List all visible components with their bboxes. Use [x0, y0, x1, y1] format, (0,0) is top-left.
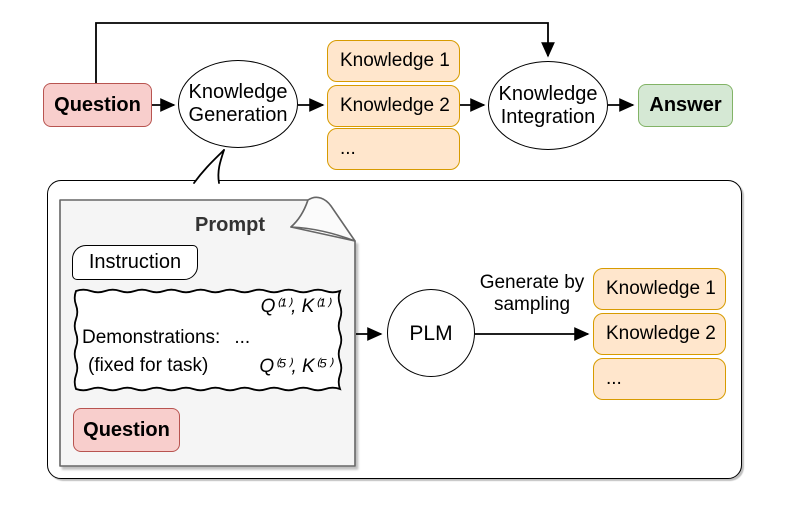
generated-knowledge-2: Knowledge 2	[593, 313, 726, 355]
answer-box: Answer	[638, 84, 733, 127]
knowledge-generation-ellipse: Knowledge Generation	[178, 60, 298, 148]
generate-by-sampling-label: Generate by sampling	[462, 272, 602, 316]
knowledge-item-1: Knowledge 1	[327, 40, 460, 82]
prompt-title: Prompt	[195, 214, 265, 236]
callout-tail-left-edge	[193, 149, 225, 184]
generate-label-line1: Generate by	[479, 272, 585, 293]
prompt-document-fold-icon	[290, 196, 356, 242]
question-box: Question	[43, 83, 152, 127]
demonstrations-line: Demonstrations: ...	[82, 327, 250, 349]
callout-tail-right-edge	[217, 149, 225, 184]
callout-tail	[194, 151, 224, 184]
generated-knowledge-more: ...	[593, 358, 726, 400]
prompt-question-box: Question	[73, 408, 180, 452]
knowledge-integration-label-line2: Integration	[500, 105, 596, 128]
plm-circle: PLM	[387, 289, 475, 377]
demo-pair-last: Q⁽⁵⁾, K⁽⁵⁾	[259, 356, 332, 377]
knowledge-generation-label-line2: Generation	[188, 104, 288, 126]
knowledge-integration-ellipse: Knowledge Integration	[488, 61, 608, 150]
plm-label: PLM	[409, 321, 453, 345]
knowledge-item-2: Knowledge 2	[327, 85, 460, 127]
question-to-integration-arrow	[95, 22, 555, 83]
demonstrations-line2: (fixed for task) Q⁽⁵⁾, K⁽⁵⁾	[88, 355, 332, 378]
demonstrations-box	[73, 288, 343, 392]
instruction-box: Instruction	[72, 245, 198, 280]
demonstrations-ellipsis: ...	[234, 327, 251, 348]
generated-knowledge-1: Knowledge 1	[593, 268, 726, 310]
knowledge-item-more: ...	[327, 128, 460, 170]
demonstrations-label: Demonstrations:	[82, 327, 221, 348]
fixed-for-task-label: (fixed for task)	[88, 355, 209, 376]
generate-label-line2: sampling	[493, 294, 571, 315]
demo-pair-first: Q⁽¹⁾, K⁽¹⁾	[260, 296, 330, 317]
knowledge-integration-label-line1: Knowledge	[498, 82, 598, 105]
knowledge-generation-label-line1: Knowledge	[188, 81, 288, 103]
